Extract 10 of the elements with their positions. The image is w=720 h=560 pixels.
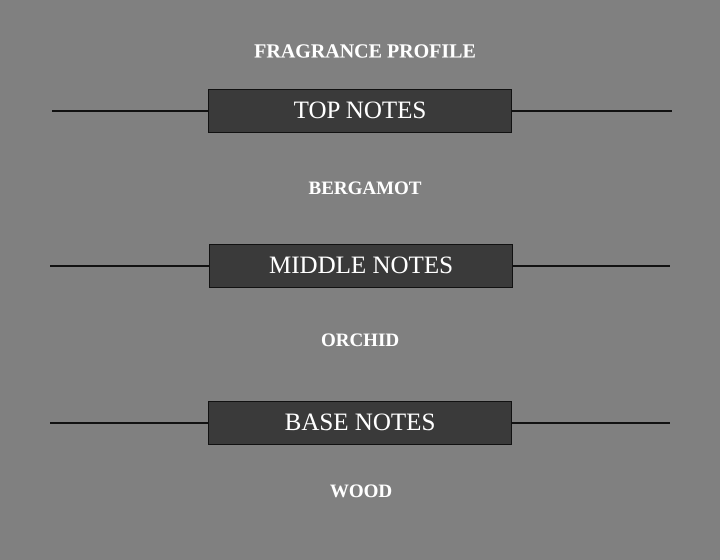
section-box bbox=[208, 89, 512, 133]
note-label: ORCHID bbox=[320, 330, 400, 352]
section-heading: BASE NOTES bbox=[284, 409, 436, 437]
note-label: BERGAMOT bbox=[308, 178, 422, 200]
section-box bbox=[209, 244, 513, 288]
section-heading: TOP NOTES bbox=[294, 97, 426, 125]
section-heading: MIDDLE NOTES bbox=[268, 252, 453, 280]
diagram-title: FRAGRANCE PROFILE bbox=[254, 40, 476, 64]
note-label: WOOD bbox=[330, 481, 392, 503]
section-box bbox=[208, 401, 512, 445]
